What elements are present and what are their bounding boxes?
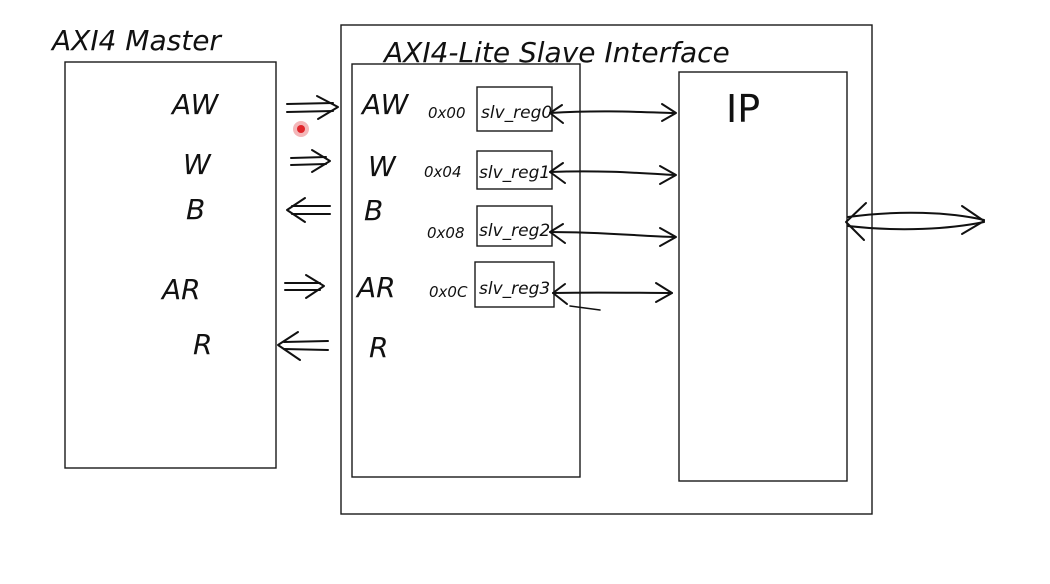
- register-box: [476, 86, 553, 132]
- master-signal-ar: AR: [160, 273, 201, 306]
- ar-channel-arrow: [284, 274, 325, 299]
- master-signal-b: B: [186, 193, 205, 226]
- reg3-ip-arrow: [552, 282, 673, 311]
- w-channel-arrow: [290, 149, 331, 173]
- ip-external-arrow: [845, 202, 985, 241]
- aw-channel-arrow: [286, 95, 339, 120]
- reg1-ip-arrow: [549, 162, 677, 185]
- master-box: [64, 61, 277, 469]
- register-box: [474, 261, 555, 308]
- register-name: slv_reg3: [479, 279, 550, 299]
- slave-signal-ar: AR: [355, 271, 396, 304]
- register-box: [476, 205, 553, 247]
- slave-signal-b: B: [364, 194, 383, 227]
- register-address: 0x0C: [429, 283, 468, 301]
- register-name: slv_reg1: [479, 163, 550, 183]
- slave-signal-w: W: [368, 150, 397, 183]
- ip-label: IP: [726, 87, 760, 131]
- slave-signal-aw: AW: [360, 88, 410, 121]
- master-signal-r: R: [193, 328, 212, 361]
- reg0-ip-arrow: [549, 103, 677, 124]
- register-address: 0x00: [428, 104, 466, 122]
- slave-interface-box: [351, 63, 581, 478]
- master-title: AXI4 Master: [50, 24, 222, 57]
- b-channel-arrow: [286, 197, 331, 223]
- register-name: slv_reg2: [479, 221, 550, 241]
- slave-outer-box: [340, 24, 873, 515]
- ip-box: [678, 71, 848, 482]
- reg2-ip-arrow: [549, 223, 677, 247]
- r-channel-arrow: [277, 331, 329, 361]
- register-address: 0x08: [427, 224, 465, 242]
- slave-signal-r: R: [369, 331, 388, 364]
- register-name: slv_reg0: [481, 103, 552, 123]
- register-address: 0x04: [424, 163, 462, 181]
- master-signal-w: W: [183, 148, 212, 181]
- pointer-cursor-icon: [293, 121, 309, 137]
- master-signal-aw: AW: [170, 88, 220, 121]
